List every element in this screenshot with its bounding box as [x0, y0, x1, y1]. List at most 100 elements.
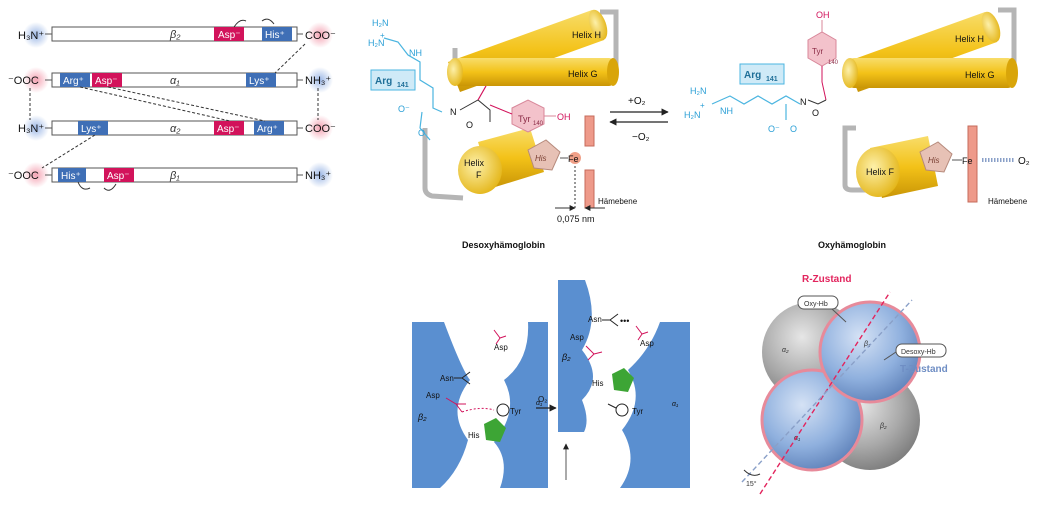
- oxy-hb-tag: Oxy-Hb: [804, 301, 828, 308]
- carbonyl-oxygen: O: [812, 108, 819, 118]
- carbonyl-oxygen: O: [466, 120, 473, 130]
- nh-label: NH: [409, 48, 422, 58]
- tyr-label: Tyr: [510, 407, 521, 416]
- fe-label: Fe: [962, 156, 973, 166]
- residue-label: Lys⁺: [249, 76, 269, 87]
- alpha2-label: α₂: [782, 347, 789, 354]
- heme-plane-label: Hämebene: [598, 197, 638, 206]
- carboxylate-label: O⁻: [398, 104, 410, 114]
- n-terminus-label: H₃N⁺: [18, 123, 44, 135]
- helix-h-label: Helix H: [955, 34, 984, 44]
- helix-g-label: Helix G: [965, 70, 995, 80]
- helix-f-label: Helix: [464, 158, 485, 168]
- his-label: His: [928, 156, 940, 165]
- oh-label: OH: [557, 112, 571, 122]
- subunit-interface-panel: β₂ α₁ Asn Asp His Tyr Asp O₂ β₂ α₁ Asn: [412, 280, 690, 488]
- residue-label: Arg⁺: [63, 76, 84, 87]
- arg-label: Arg: [744, 70, 761, 81]
- deoxy-hemoglobin-panel: Helix H Helix G Helix F H₂N H₂N NH + Arg…: [368, 9, 638, 250]
- residue-label: His⁺: [265, 30, 285, 41]
- alpha1-label: α₁: [536, 400, 543, 407]
- tyr-label: Tyr: [518, 114, 531, 124]
- his-label: His: [468, 431, 480, 440]
- o2-equilibrium: +O₂ −O₂: [609, 96, 669, 143]
- oh-label: OH: [816, 10, 830, 20]
- c-terminus-label: NH₃⁺: [305, 170, 331, 182]
- chain-alpha1: ⁻OOC Arg⁺ Asp⁻ α₁ Lys⁺ NH₃⁺: [8, 72, 331, 88]
- chain-beta2: H₃N⁺ β₂ Asp⁻ His⁺ COO⁻: [18, 18, 336, 42]
- asn-label: Asn: [440, 374, 454, 383]
- asp-label: Asp: [426, 391, 440, 400]
- residue-label: His⁺: [61, 171, 81, 182]
- plus-charge: +: [380, 31, 385, 40]
- arg-number: 141: [397, 82, 409, 89]
- asn-label: Asn: [588, 315, 602, 324]
- minus-o2-label: −O₂: [632, 132, 650, 143]
- o2-arrow-label: O₂: [538, 395, 547, 404]
- tyr-label: Tyr: [632, 407, 643, 416]
- tyr-label: Tyr: [812, 47, 823, 56]
- distance-label: 0,075 nm: [557, 214, 595, 224]
- nitrogen-label: N: [450, 107, 457, 117]
- alpha1-label: α₁: [672, 401, 679, 408]
- oxygen-label: O: [790, 124, 797, 134]
- helix-f: Helix F: [458, 128, 544, 194]
- nitrogen-label: N: [800, 97, 807, 107]
- oxy-caption: Oxyhämoglobin: [818, 240, 886, 250]
- oxy-hemoglobin-panel: Helix H Helix G Helix F OH Tyr 140 H₂N: [684, 7, 1030, 250]
- helix-g-label: Helix G: [568, 69, 598, 79]
- alpha1-label: α₁: [794, 435, 801, 442]
- carboxylate-label: O⁻: [768, 124, 780, 134]
- residue-label: Asp⁻: [218, 30, 241, 41]
- interface-left: β₂ α₁ Asn Asp His Tyr Asp: [412, 322, 548, 488]
- helix-g: Helix G: [842, 58, 1018, 88]
- heme-plane-label: Hämebene: [988, 197, 1028, 206]
- salt-bridge-lines: [29, 43, 319, 169]
- nh-label: NH: [720, 106, 733, 116]
- nh2-label: H₂N: [690, 86, 707, 96]
- c-terminus-label: NH₃⁺: [305, 75, 331, 87]
- plus-charge: +: [700, 101, 705, 110]
- chain-label: α₂: [170, 123, 181, 135]
- interface-arrow: O₂: [536, 395, 569, 480]
- n-terminus-label: ⁻OOC: [8, 75, 39, 87]
- arginine-141: [383, 37, 443, 141]
- quaternary-rotation-panel: α₂ β₁ α₁ β₂ 15° R-Zustand T-Zustand Oxy-…: [741, 274, 948, 495]
- residue-label: Asp⁻: [217, 124, 240, 135]
- tyrosine-140: Tyr 140 OH: [490, 99, 571, 133]
- arginine-141: [711, 95, 801, 120]
- helix-f-letter: F: [476, 170, 482, 180]
- fe-label: Fe: [568, 154, 579, 164]
- residue-label: Asp⁻: [95, 76, 118, 87]
- nh2-label: H₂N: [372, 18, 389, 28]
- residue-label: Lys⁺: [81, 124, 101, 135]
- arg-number: 141: [766, 76, 778, 83]
- c-terminus-label: COO⁻: [305, 123, 336, 135]
- chain-label: α₁: [170, 75, 180, 87]
- residue-label: Asp⁻: [107, 171, 130, 182]
- n-terminus-label: ⁻OOC: [8, 170, 39, 182]
- histidine-heme-oxy: His Fe O₂ Hämebene: [919, 125, 1030, 206]
- beta1-label: β₁: [863, 341, 871, 348]
- subunit-alpha1: [760, 368, 864, 472]
- residue-label: Arg⁺: [257, 124, 278, 135]
- nh2-label: H₂N: [684, 110, 701, 120]
- o2-label: O₂: [1018, 156, 1030, 167]
- beta2-label: β₂: [417, 412, 427, 422]
- interface-right: β₂ α₁ Asn ••• Asp Asp His Tyr: [558, 280, 690, 488]
- t-state-label: T-Zustand: [900, 364, 948, 375]
- plus-o2-label: +O₂: [628, 96, 646, 107]
- his-label: His: [592, 379, 604, 388]
- asp-top-label: Asp: [494, 343, 508, 352]
- r-state-label: R-Zustand: [802, 274, 851, 285]
- chain-label: β₁: [169, 170, 180, 182]
- arg-label: Arg: [375, 76, 392, 87]
- salt-bridge-scheme: H₃N⁺ β₂ Asp⁻ His⁺ COO⁻ ⁻OOC Arg⁺ Asp⁻ α₁…: [8, 18, 336, 191]
- c-terminus-label: COO⁻: [305, 30, 336, 42]
- beta2-label: β₂: [879, 423, 887, 430]
- tyr-number: 140: [828, 60, 839, 66]
- his-label: His: [535, 154, 547, 163]
- helix-f-label: Helix F: [866, 167, 895, 177]
- chain-beta1: ⁻OOC His⁺ Asp⁻ β₁ NH₃⁺: [8, 167, 331, 191]
